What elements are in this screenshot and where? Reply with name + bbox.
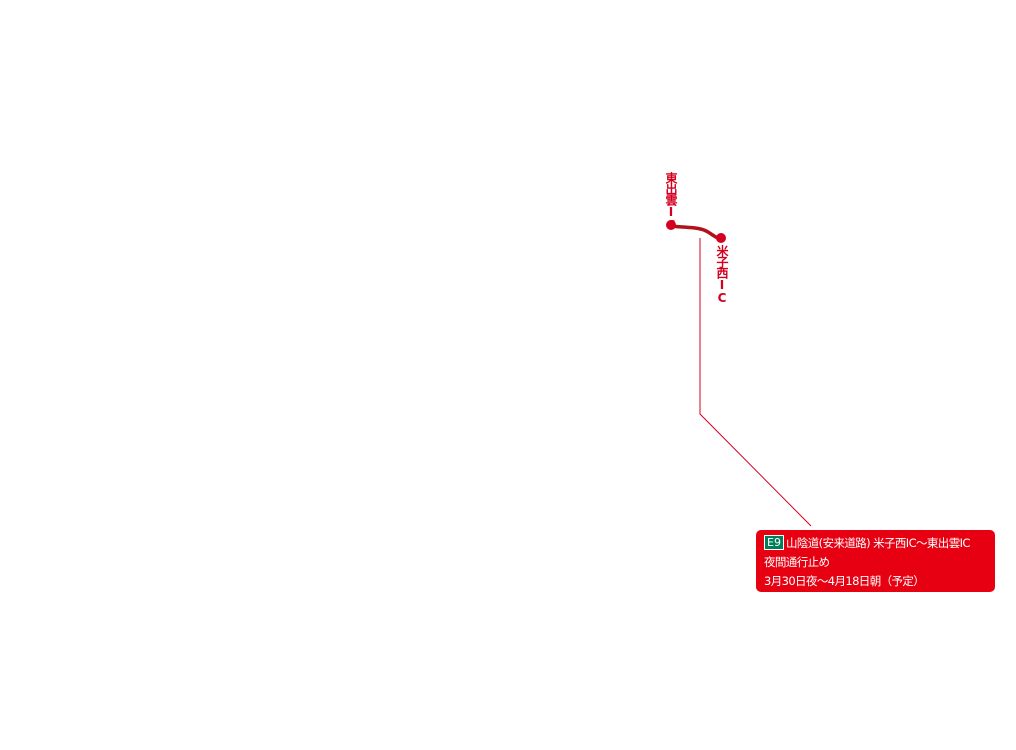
route-number-badge: E9 (764, 535, 784, 550)
leader-line (699, 238, 812, 527)
interchange-marker-east-izumo[interactable] (666, 220, 676, 230)
closure-segment[interactable] (669, 224, 723, 240)
road-name: 山陰道(安来道路) 米子西IC〜東出雲IC (785, 536, 970, 550)
interchange-label-east-izumo: 東出雲IC (664, 172, 678, 231)
interchange-label-yonago-west: 米子西IC (715, 245, 729, 304)
interchange-marker-yonago-west[interactable] (716, 233, 726, 243)
restriction-type: 夜間通行止め (764, 555, 830, 569)
closure-schedule: 3月30日夜〜4月18日朝（予定） (764, 574, 925, 588)
